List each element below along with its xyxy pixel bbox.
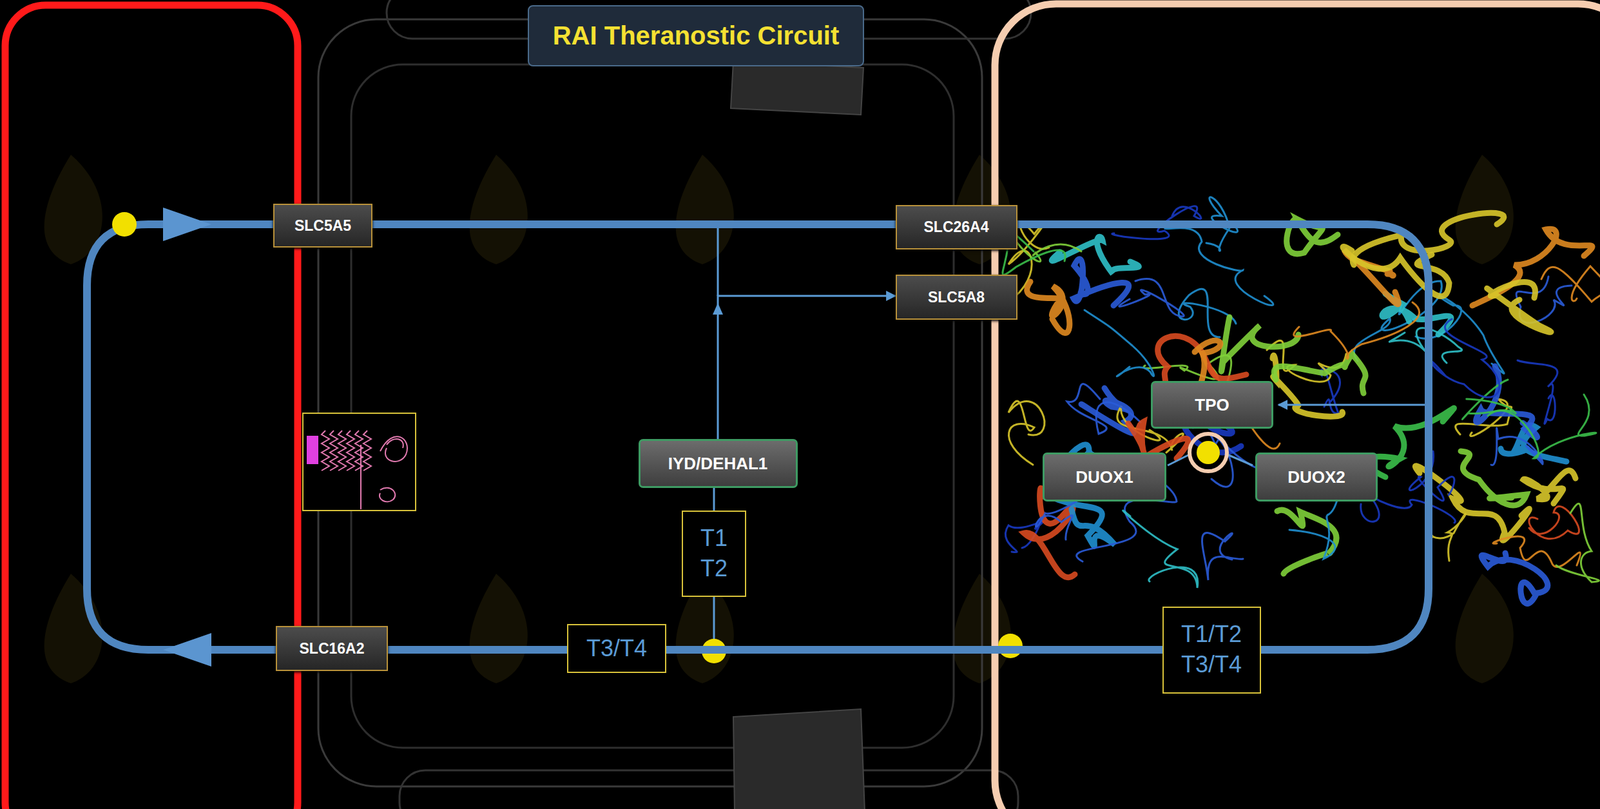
node-label: T3/T4 [1181, 649, 1242, 680]
helix-coil [338, 430, 347, 471]
protein-tail [360, 444, 362, 510]
ribbon-strand [1429, 318, 1500, 397]
ribbon-strand [1054, 498, 1115, 546]
transporter-box: SLC16A2 [275, 625, 388, 671]
connector [713, 487, 716, 511]
node-label: T2 [700, 553, 728, 584]
tpo-feed-arrow [1278, 404, 1425, 406]
cell-outline [318, 19, 983, 787]
blood-compartment [5, 5, 298, 809]
membrane-marker [306, 435, 319, 464]
transporter-box: SLC5A8 [895, 274, 1018, 320]
connector [666, 645, 1163, 654]
connector [387, 645, 568, 654]
ribbon-strand [1366, 407, 1454, 477]
ribbon-strand [1123, 510, 1198, 588]
enzyme-box: TPO [1150, 380, 1274, 429]
junction-block [730, 61, 864, 115]
ribbon-strand [1342, 246, 1450, 296]
hormone-box: T1/T2T3/T4 [1162, 606, 1262, 694]
watermark-flame [469, 573, 528, 684]
node-label: TPO [1194, 395, 1229, 415]
ribbon-strand [1293, 302, 1420, 359]
node-label: DUOX2 [1287, 467, 1346, 488]
junction-block [733, 708, 865, 809]
helix-coil [329, 430, 338, 471]
ribbon-strand [1487, 394, 1597, 459]
ribbon-strand [1523, 470, 1576, 504]
node-label: SLC16A2 [299, 639, 365, 658]
duox-link [1167, 453, 1191, 466]
enzyme-box: DUOX1 [1042, 452, 1167, 502]
iodide-dot [112, 212, 137, 237]
node-label: SLC5A8 [927, 288, 985, 307]
ribbon-strand [1460, 451, 1527, 506]
enzyme-box: IYD/DEHAL1 [638, 438, 798, 488]
connector [372, 220, 896, 229]
membrane-protein-illustration [302, 413, 416, 511]
ribbon-strand [1027, 281, 1070, 334]
helix-coil [346, 430, 355, 471]
enzyme-box: DUOX2 [1255, 452, 1378, 502]
transporter-box: SLC26A4 [895, 204, 1018, 250]
ribbon-strand [1273, 353, 1366, 394]
helix-coil [355, 430, 363, 471]
protein-loops [379, 436, 408, 502]
duox-link [1225, 453, 1253, 466]
transporter-box: SLC5A5 [273, 203, 373, 248]
loop-arrowhead [163, 632, 212, 667]
cell-outline [351, 64, 954, 748]
ribbon-strand [1517, 360, 1558, 424]
watermark-flame [675, 154, 734, 265]
iodide-dot [1196, 440, 1220, 464]
ribbon-strand [1476, 366, 1538, 438]
ribbon-strand [1556, 503, 1599, 582]
iodide-ring [1189, 433, 1227, 472]
ribbon-strand [1541, 266, 1600, 302]
watermark-flame [469, 154, 528, 265]
junction-blocks [730, 61, 865, 809]
ribbon-strand [1487, 282, 1552, 333]
transport-loop [86, 224, 1429, 650]
thyroid-cell [994, 3, 1600, 809]
node-label: T1/T2 [1181, 619, 1242, 650]
cell-outlines [318, 0, 1032, 809]
protein-ribbon-illustration [998, 197, 1600, 604]
watermark-flame [1455, 154, 1514, 265]
hormone-box: T1T2 [681, 510, 747, 597]
loop-arrowhead [163, 207, 212, 241]
ribbon-strand [1481, 552, 1548, 604]
ribbon-strand [1084, 309, 1155, 377]
ribbon-strand [1201, 532, 1244, 580]
node-label: T3/T4 [586, 633, 647, 664]
watermark-pattern [44, 154, 1514, 684]
hormone-box: T3/T4 [567, 623, 667, 673]
watermark-flame [1455, 573, 1514, 684]
node-label: SLC26A4 [924, 218, 990, 236]
node-label: T1 [700, 523, 728, 554]
ribbon-strand [1008, 400, 1045, 465]
ribbon-strand [1165, 223, 1274, 306]
ribbon-strand [1221, 317, 1299, 372]
node-label: IYD/DEHAL1 [668, 453, 769, 474]
ribbon-strand [1073, 259, 1129, 306]
helix-coil [321, 430, 330, 471]
node-label: SLC5A5 [294, 217, 352, 235]
ribbon-strand [1462, 379, 1517, 419]
helix-coil [363, 430, 372, 471]
ribbon-strand [1119, 279, 1184, 317]
title-box: RAI Theranostic Circuit [527, 5, 865, 67]
cell-outline [399, 770, 1019, 809]
node-label: DUOX1 [1075, 467, 1134, 488]
branch-line [717, 224, 720, 296]
illustration-frame [302, 413, 416, 511]
connector [717, 295, 896, 439]
